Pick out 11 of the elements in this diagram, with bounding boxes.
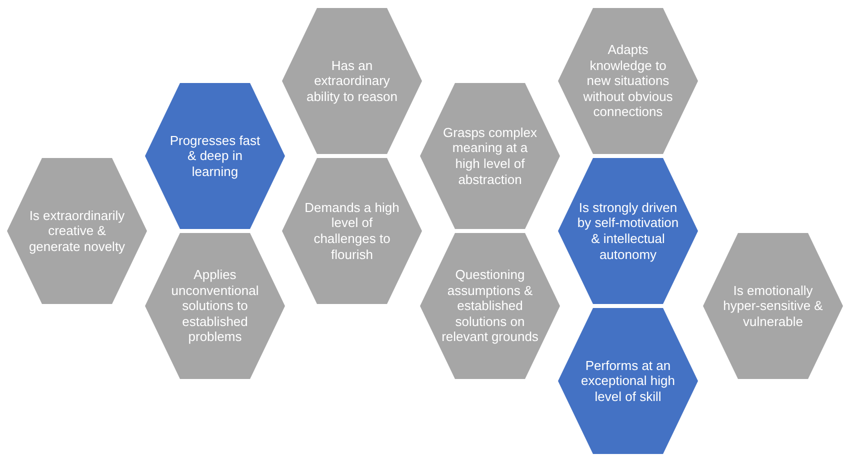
hexagon-label: Is emotionally hyper-sensitive & vulnerable bbox=[722, 282, 824, 330]
hexagon-label: Is strongly driven by self-motivation & intellectual autonomy bbox=[577, 200, 679, 262]
hexagon-label: Demands a high level of challenges to flourish bbox=[304, 200, 400, 262]
hexagon-label: Is extraordinarily creative & generate novelty bbox=[28, 208, 126, 254]
hexagon-label: Questioning assumptions & established solutions on relevant grounds bbox=[440, 267, 540, 345]
hexagon-label: Progresses fast & deep in learning bbox=[168, 132, 262, 180]
hexagon-label: Performs at an exceptional high level of skill bbox=[580, 358, 676, 404]
hexagon-label: Applies unconventional solutions to established problems bbox=[170, 267, 260, 345]
hexagon-label: Adapts knowledge to new situations without obvious connections bbox=[582, 42, 674, 120]
hexagon-label: Has an extraordinary ability to reason bbox=[305, 58, 399, 104]
hexagon-label: Grasps complex meaning at a high level of abstraction bbox=[442, 124, 538, 188]
